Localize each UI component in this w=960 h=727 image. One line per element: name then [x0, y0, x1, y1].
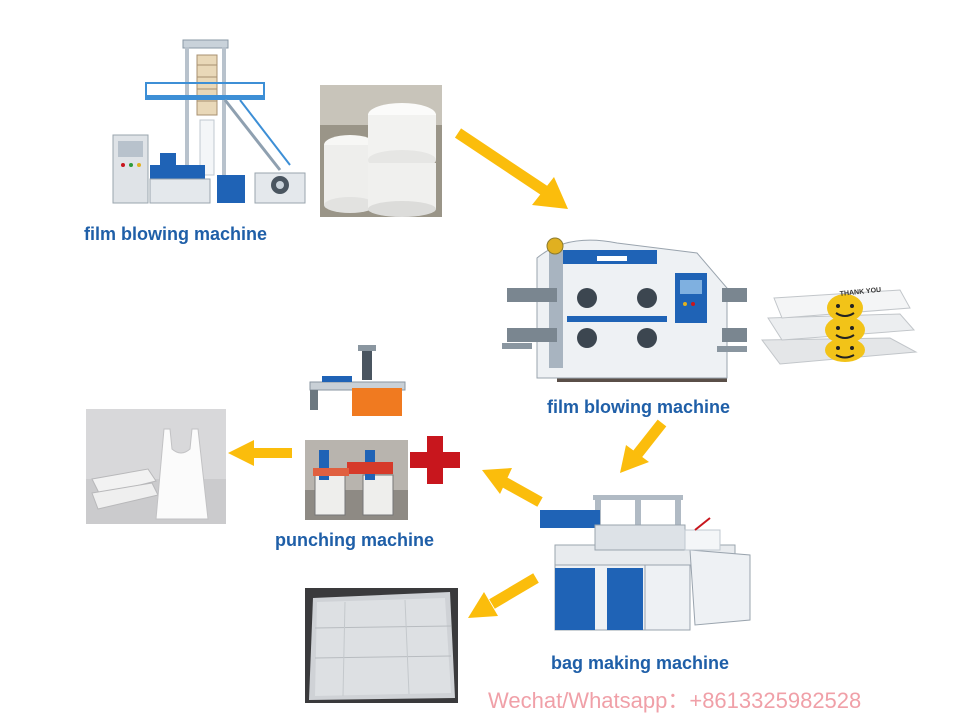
punching-machine-image: [300, 340, 410, 420]
arrow-down-left: [620, 419, 667, 473]
punching-machine-photo: [305, 440, 408, 520]
film-blowing-machine-image: [105, 35, 320, 215]
arrow-down-right: [454, 128, 568, 209]
bag-making-machine-image: [535, 490, 755, 635]
bag-print-text: THANK YOU: [839, 287, 881, 298]
film-blowing-machine-drawing: [112, 39, 306, 204]
arrow-down-left-bag: [468, 573, 539, 618]
film-blowing-machine-label-right: film blowing machine: [547, 397, 731, 417]
flat-bags-photo: [305, 588, 458, 703]
plus-icon: [410, 436, 460, 484]
tshirt-bags-photo: [86, 409, 226, 524]
punching-machine-drawing: [309, 345, 406, 416]
arrow-up-left: [482, 468, 543, 507]
bag-making-machine-drawing: [540, 495, 751, 631]
printing-machine-image: [497, 228, 752, 398]
arrow-left: [228, 440, 292, 466]
punching-machine-label: punching machine: [275, 530, 435, 550]
bag-making-machine-label: bag making machine: [551, 653, 730, 673]
film-blowing-machine-label: film blowing machine: [84, 224, 268, 244]
contact-watermark: Wechat/Whatsapp：+8613325982528: [488, 688, 862, 713]
film-rolls-photo: [320, 85, 442, 217]
printed-bags-photo: THANK YOU: [760, 278, 918, 366]
printing-machine-drawing: [502, 237, 747, 382]
